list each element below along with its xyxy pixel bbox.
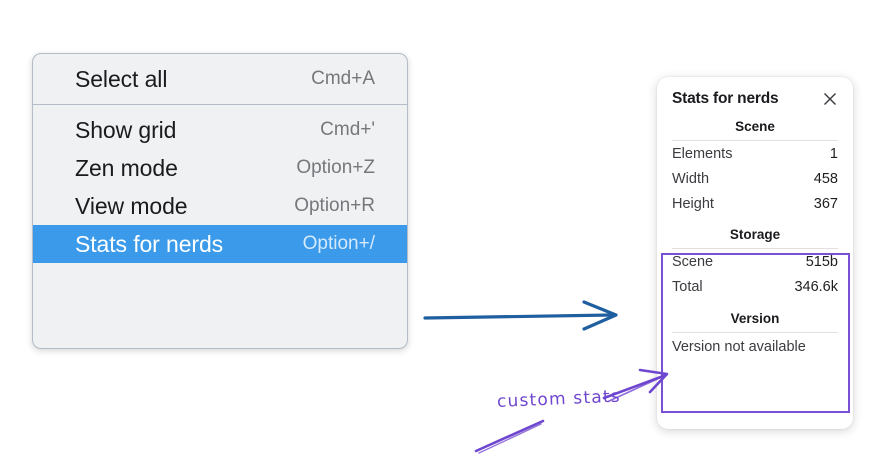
stat-label: Scene: [672, 254, 714, 270]
menu-separator: [33, 104, 407, 105]
menu-item-shortcut: Cmd+A: [311, 68, 375, 89]
close-icon[interactable]: [821, 90, 839, 108]
menu-item-shortcut: Option+R: [294, 195, 375, 216]
stat-label: Elements: [672, 146, 733, 162]
blue-arrow: [423, 300, 618, 331]
stat-row-storage-total: Total 346.6k: [672, 274, 838, 299]
menu-item-select-all[interactable]: Select all Cmd+A: [33, 60, 407, 98]
stat-row-elements: Elements 1: [672, 141, 838, 166]
section-title-scene: Scene: [672, 114, 838, 141]
menu-item-show-grid[interactable]: Show grid Cmd+': [33, 111, 407, 149]
menu-item-label: Select all: [75, 65, 168, 92]
stat-row-storage-scene: Scene 515b: [672, 249, 838, 274]
context-menu[interactable]: Select all Cmd+A Show grid Cmd+' Zen mod…: [32, 53, 408, 349]
menu-item-shortcut: Option+/: [302, 233, 375, 254]
stat-value: 367: [813, 196, 838, 212]
stat-row-width: Width 458: [672, 166, 838, 191]
menu-item-label: Zen mode: [75, 154, 178, 181]
stat-label: Total: [672, 279, 703, 295]
stat-value: 1: [829, 146, 838, 162]
panel-header: Stats for nerds: [657, 77, 853, 114]
menu-item-label: Stats for nerds: [75, 230, 224, 257]
stat-value: 515b: [805, 254, 838, 270]
section-title-version: Version: [672, 306, 838, 333]
stat-label: Height: [672, 196, 714, 212]
stats-for-nerds-panel: Stats for nerds Scene Elements 1 Width 4…: [657, 77, 853, 429]
menu-item-view-mode[interactable]: View mode Option+R: [33, 187, 407, 225]
version-note: Version not available: [672, 339, 806, 355]
menu-item-label: View mode: [75, 192, 188, 219]
menu-item-shortcut: Option+Z: [296, 157, 375, 178]
annotation-label-custom-stats: custom stats: [496, 386, 622, 412]
page-title: Stats for nerds: [672, 90, 779, 107]
menu-item-stats-for-nerds[interactable]: Stats for nerds Option+/: [33, 225, 407, 263]
stat-value: 458: [813, 171, 838, 187]
menu-item-shortcut: Cmd+': [320, 119, 375, 140]
stat-value: 346.6k: [794, 279, 838, 295]
menu-item-zen-mode[interactable]: Zen mode Option+Z: [33, 149, 407, 187]
stat-row-height: Height 367: [672, 191, 838, 216]
purple-underline-stroke: [474, 419, 545, 454]
menu-group-1: Select all Cmd+A: [33, 54, 407, 104]
stat-label: Width: [672, 171, 710, 187]
panel-body: Scene Elements 1 Width 458 Height 367 St…: [657, 114, 853, 359]
section-title-storage: Storage: [672, 222, 838, 249]
menu-group-2: Show grid Cmd+' Zen mode Option+Z View m…: [33, 105, 407, 269]
menu-item-label: Show grid: [75, 116, 177, 143]
